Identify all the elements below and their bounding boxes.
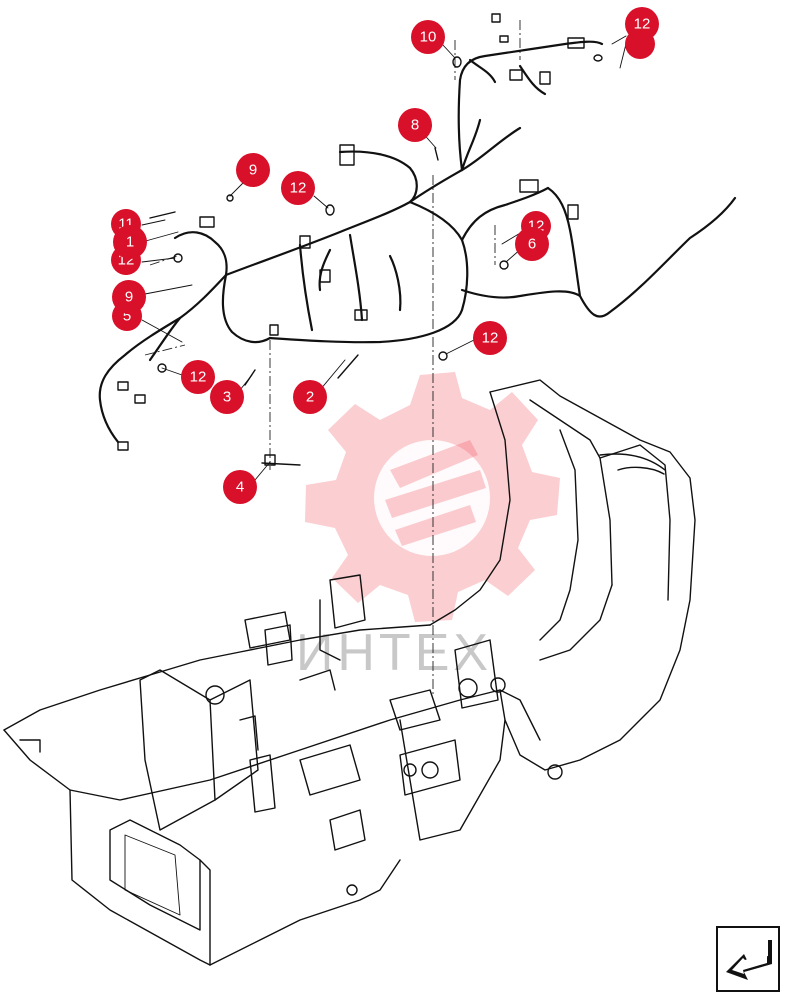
callout-9-lower[interactable]: 9 xyxy=(112,280,146,314)
connectors xyxy=(117,13,603,466)
alignment-lines xyxy=(144,20,521,695)
svg-text:10: 10 xyxy=(420,29,437,46)
svg-text:4: 4 xyxy=(236,479,244,496)
svg-text:5: 5 xyxy=(123,308,131,325)
callout-12-upper-mid[interactable]: 12 xyxy=(281,171,315,205)
svg-text:6: 6 xyxy=(528,236,536,253)
leader-lines xyxy=(141,35,627,481)
callout-1[interactable]: 1 xyxy=(113,225,147,259)
callout-12-lower-left[interactable]: 12 xyxy=(181,360,215,394)
callout-12-top-right[interactable]: 12 xyxy=(625,7,659,59)
svg-text:12: 12 xyxy=(634,16,651,33)
watermark-logo xyxy=(305,372,560,622)
svg-text:8: 8 xyxy=(411,117,419,134)
callout-3[interactable]: 3 xyxy=(210,380,244,414)
svg-text:9: 9 xyxy=(249,162,257,179)
svg-text:1: 1 xyxy=(126,234,134,251)
svg-text:12: 12 xyxy=(482,330,499,347)
callout-10[interactable]: 10 xyxy=(411,20,445,54)
callout-12-mid-right[interactable]: 12 xyxy=(473,321,507,355)
svg-text:2: 2 xyxy=(306,389,314,406)
svg-text:12: 12 xyxy=(190,369,207,386)
machine-frame xyxy=(3,379,696,966)
callout-4[interactable]: 4 xyxy=(223,470,257,504)
svg-text:9: 9 xyxy=(125,289,133,306)
callout-8[interactable]: 8 xyxy=(398,108,432,142)
callout-9-upper[interactable]: 9 xyxy=(236,153,270,187)
svg-text:3: 3 xyxy=(223,389,231,406)
callout-6[interactable]: 6 xyxy=(515,227,549,261)
arrow-back-icon xyxy=(726,940,772,980)
svg-text:12: 12 xyxy=(290,180,307,197)
callout-2[interactable]: 2 xyxy=(293,380,327,414)
back-navigation-button[interactable] xyxy=(716,926,780,992)
wiring-harness xyxy=(98,40,737,444)
